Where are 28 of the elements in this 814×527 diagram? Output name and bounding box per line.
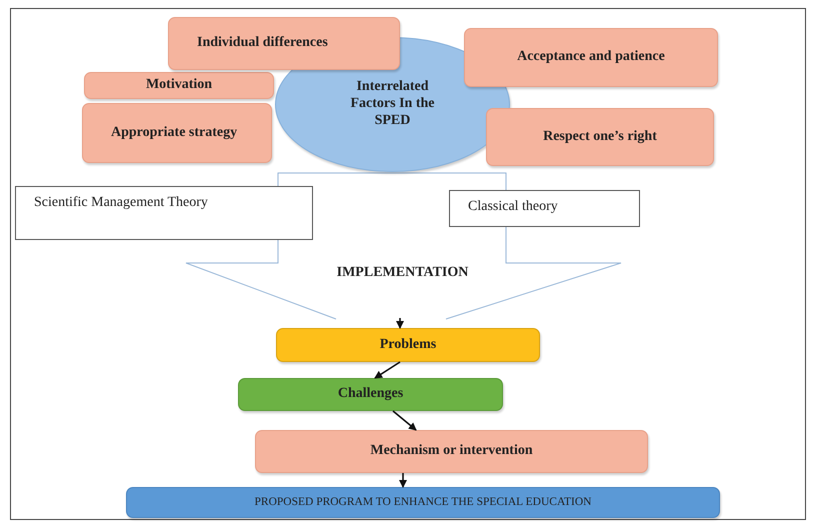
node-label: Challenges bbox=[336, 386, 404, 403]
node-label: Classical theory bbox=[467, 199, 558, 216]
arrow bbox=[399, 473, 407, 488]
factor-box bbox=[82, 103, 272, 163]
program-box bbox=[126, 487, 720, 518]
theory-box bbox=[449, 190, 640, 227]
node-label: Acceptance and patience bbox=[516, 49, 666, 66]
factor-box bbox=[84, 72, 274, 99]
node-label: Individual differences bbox=[196, 35, 329, 52]
node-label: Mechanism or intervention bbox=[369, 443, 534, 460]
node-label: Problems bbox=[378, 336, 438, 354]
arrow bbox=[396, 318, 404, 329]
node-label: IMPLEMENTATION bbox=[336, 265, 470, 282]
stage-box bbox=[255, 430, 648, 473]
node-label: Interrelated Factors In the SPED bbox=[350, 79, 436, 130]
node-label: Appropriate strategy bbox=[110, 124, 238, 142]
node-label: Motivation bbox=[144, 77, 214, 94]
node-label: Scientific Management Theory bbox=[33, 195, 208, 212]
node-label: Respect one’s right bbox=[542, 128, 658, 146]
node-label: PROPOSED PROGRAM TO ENHANCE THE SPECIAL EDUCATION bbox=[254, 496, 592, 510]
stage-box bbox=[276, 328, 540, 362]
factor-box bbox=[168, 17, 400, 70]
arrow bbox=[392, 410, 417, 431]
factor-box bbox=[464, 28, 718, 87]
theory-box bbox=[15, 186, 313, 240]
arrow bbox=[374, 361, 400, 379]
stage-box bbox=[238, 378, 503, 411]
factor-box bbox=[486, 108, 714, 166]
